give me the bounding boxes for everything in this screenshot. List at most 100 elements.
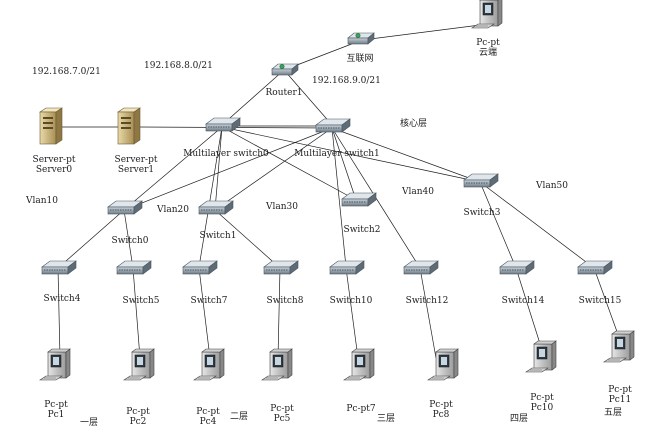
device-type: Pc-pt xyxy=(196,407,220,417)
device-type: Pc-pt xyxy=(270,404,294,414)
pc5-label: Pc-pt Pc5 xyxy=(270,404,294,424)
switch4-icon[interactable] xyxy=(41,260,77,275)
pc7-icon[interactable] xyxy=(343,348,375,381)
floor3-label: 三层 xyxy=(377,414,396,424)
link-switch1-switch8 xyxy=(214,209,281,269)
switch8-label: Switch8 xyxy=(266,296,304,306)
server1-icon[interactable] xyxy=(117,107,141,145)
pc1-label: Pc-pt Pc1 xyxy=(44,400,68,420)
floor4-label: 四层 xyxy=(510,414,529,424)
device-name: 云端 xyxy=(478,48,498,58)
vlan20-label: Vlan20 xyxy=(157,205,189,215)
floor1-label: 一层 xyxy=(80,418,99,428)
switch3-icon[interactable] xyxy=(463,173,499,188)
pc10-icon[interactable] xyxy=(525,340,557,373)
switch7-icon[interactable] xyxy=(182,260,218,275)
device-name: Server0 xyxy=(35,165,73,175)
switch15-icon[interactable] xyxy=(577,260,613,275)
link-ms0-switch7 xyxy=(198,126,223,268)
router1-icon[interactable] xyxy=(271,63,299,76)
device-name: Server1 xyxy=(117,165,155,175)
pc2-icon[interactable] xyxy=(123,348,155,381)
link-switch14-pc10 xyxy=(515,267,543,351)
ms1-label: Multilayer switch1 xyxy=(294,149,380,159)
floor5-label: 五层 xyxy=(604,408,623,418)
link-switch10-pc7 xyxy=(345,267,359,359)
pc7-label: Pc-pt7 xyxy=(346,404,375,414)
device-name: Pc1 xyxy=(47,410,65,420)
floor2-label: 二层 xyxy=(230,412,249,422)
device-type: Server-pt xyxy=(32,155,76,165)
pc4-label: Pc-pt Pc4 xyxy=(196,407,220,427)
subnet-label-9: 192.168.9.0/21 xyxy=(312,76,381,86)
pc4-icon[interactable] xyxy=(193,348,225,381)
vlan40-label: Vlan40 xyxy=(402,187,434,197)
switch10-label: Switch10 xyxy=(329,296,373,306)
pc8-icon[interactable] xyxy=(427,348,459,381)
device-type: Pc-pt xyxy=(429,400,453,410)
switch3-label: Switch3 xyxy=(463,208,501,218)
subnet-label-7: 192.168.7.0/21 xyxy=(32,67,101,77)
subnet-label-8: 192.168.8.0/21 xyxy=(144,61,213,71)
device-name: Pc5 xyxy=(273,414,291,424)
device-name: Pc2 xyxy=(129,417,147,427)
ms0-switch-icon[interactable] xyxy=(205,117,241,132)
ms1-switch-icon[interactable] xyxy=(315,118,351,133)
switch12-label: Switch12 xyxy=(405,296,449,306)
vlan30-label: Vlan30 xyxy=(266,202,298,212)
vlan10-label: Vlan10 xyxy=(26,196,58,206)
ms0-label: Multilayer switch0 xyxy=(183,149,269,159)
router1-label: Router1 xyxy=(265,88,303,98)
switch0-icon[interactable] xyxy=(107,200,143,215)
link-switch4-pc1 xyxy=(57,267,61,359)
link-switch5-pc2 xyxy=(132,267,141,359)
link-switch12-pc8 xyxy=(419,267,437,359)
server0-label: Server-pt Server0 xyxy=(33,155,76,175)
core-layer-label: 核心层 xyxy=(400,119,428,129)
switch14-icon[interactable] xyxy=(499,260,535,275)
server0-icon[interactable] xyxy=(39,107,63,145)
link-ms1-switch1 xyxy=(214,127,333,211)
link-ms0-switch1 xyxy=(214,126,223,211)
link-ms0-switch3 xyxy=(221,126,481,183)
switch10-icon[interactable] xyxy=(329,260,365,275)
switch14-label: Switch14 xyxy=(501,296,545,306)
link-switch7-pc4 xyxy=(198,267,211,359)
link-ms0-switch0 xyxy=(123,126,223,211)
pc5-icon[interactable] xyxy=(261,348,293,381)
switch2-icon[interactable] xyxy=(341,192,377,207)
link-ms1-switch0 xyxy=(123,127,333,211)
switch8-icon[interactable] xyxy=(263,260,299,275)
device-type: Pc-pt7 xyxy=(346,404,376,414)
link-router-ms1 xyxy=(283,69,333,126)
link-switch3-switch15 xyxy=(479,181,595,269)
pc1-icon[interactable] xyxy=(39,348,71,381)
switch7-label: Switch7 xyxy=(190,296,228,306)
link-ms0-switch2 xyxy=(221,126,357,201)
pc10-label: Pc-pt Pc10 xyxy=(530,393,554,413)
device-type: Pc-pt xyxy=(44,400,68,410)
device-type: Pc-pt xyxy=(476,38,500,48)
device-name: Pc10 xyxy=(530,403,554,413)
switch2-label: Switch2 xyxy=(343,225,381,235)
link-ms1-switch10 xyxy=(331,127,347,268)
device-type: Pc-pt xyxy=(608,385,632,395)
pc11-icon[interactable] xyxy=(603,330,635,363)
cloud-pc-icon[interactable] xyxy=(471,0,503,29)
link-router-ms0 xyxy=(221,69,285,126)
device-type: Pc-pt xyxy=(530,393,554,403)
switch12-icon[interactable] xyxy=(403,260,439,275)
switch1-icon[interactable] xyxy=(198,200,234,215)
switch1-label: Switch1 xyxy=(199,231,237,241)
switch5-icon[interactable] xyxy=(116,260,152,275)
pc11-label: Pc-pt Pc11 xyxy=(608,385,632,405)
connection-lines xyxy=(57,23,621,359)
device-type: Pc-pt xyxy=(126,407,150,417)
internet-router-icon[interactable] xyxy=(347,32,375,45)
device-name: Pc11 xyxy=(608,395,632,405)
switch5-label: Switch5 xyxy=(122,296,160,306)
link-ms1-switch3 xyxy=(331,127,481,183)
pc8-label: Pc-pt Pc8 xyxy=(429,400,453,420)
link-switch8-pc5 xyxy=(277,267,281,359)
